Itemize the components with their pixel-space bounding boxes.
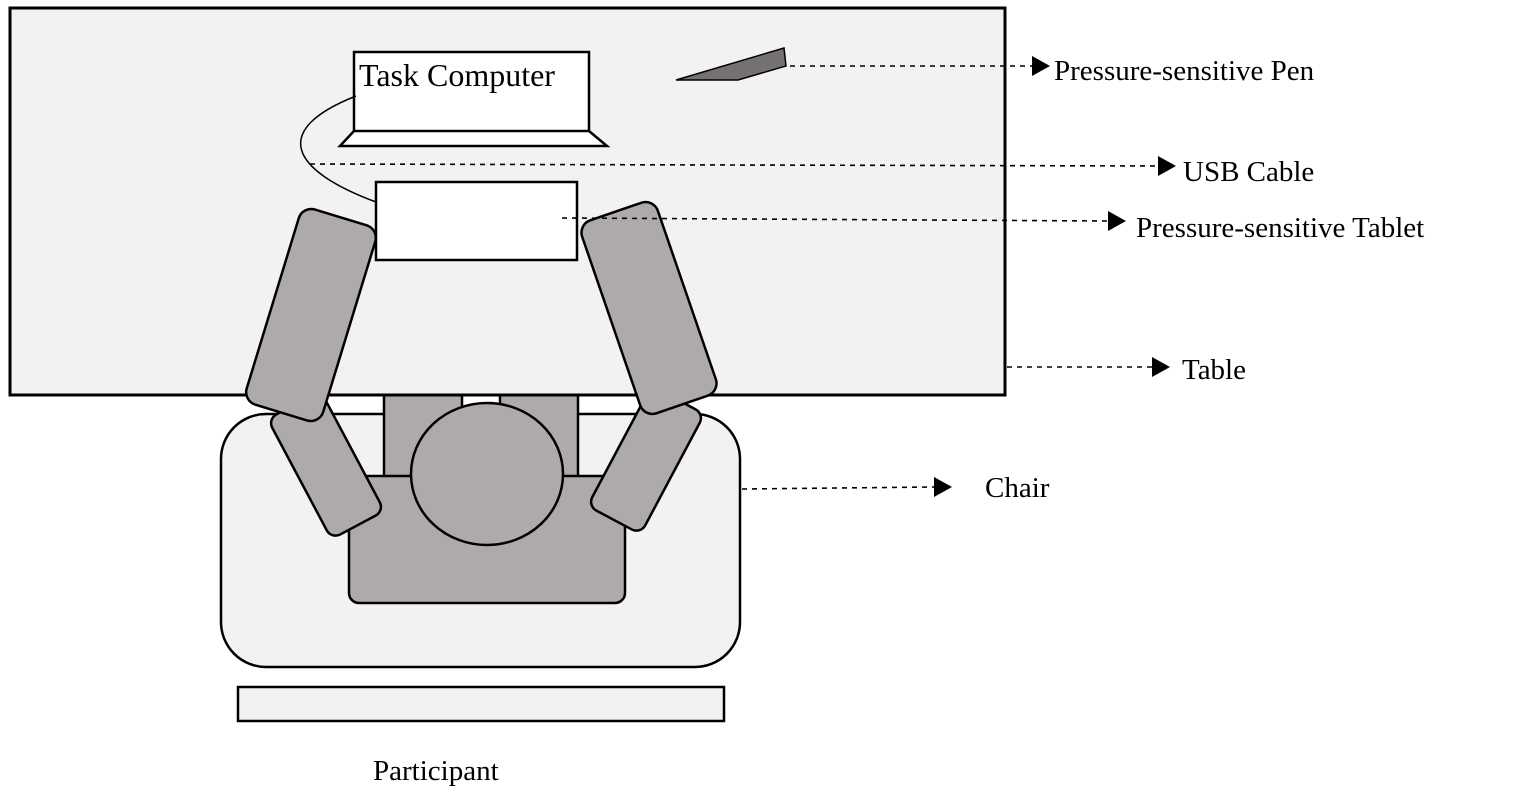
- participant-head: [409, 401, 565, 547]
- chair-label: Chair: [985, 472, 1050, 504]
- table-label: Table: [1182, 354, 1246, 386]
- chair-backrest: [236, 685, 726, 723]
- usb-cable-leader-line: [309, 163, 1159, 167]
- tablet-arrowhead: [1108, 211, 1126, 231]
- pen-arrowhead: [1032, 56, 1050, 76]
- table-arrowhead: [1152, 357, 1170, 377]
- participant-left-forearm: [244, 207, 378, 423]
- pressure-sensitive-tablet: [374, 180, 579, 262]
- pen-label: Pressure-sensitive Pen: [1054, 55, 1315, 87]
- tablet-label: Pressure-sensitive Tablet: [1136, 212, 1424, 244]
- usb-cable-arrowhead: [1158, 156, 1176, 176]
- chair-arrowhead: [934, 477, 952, 497]
- usb-cable: [299, 95, 377, 203]
- task-computer-label: Task Computer: [359, 57, 555, 93]
- pen-icon: [675, 47, 787, 81]
- participant-label: Participant: [373, 755, 499, 787]
- tablet-leader-line: [561, 217, 1109, 222]
- participant-right-forearm: [580, 200, 718, 416]
- chair-leader-line: [741, 486, 935, 490]
- task-computer-base: [337, 129, 611, 148]
- usb-cable-label: USB Cable: [1183, 156, 1314, 188]
